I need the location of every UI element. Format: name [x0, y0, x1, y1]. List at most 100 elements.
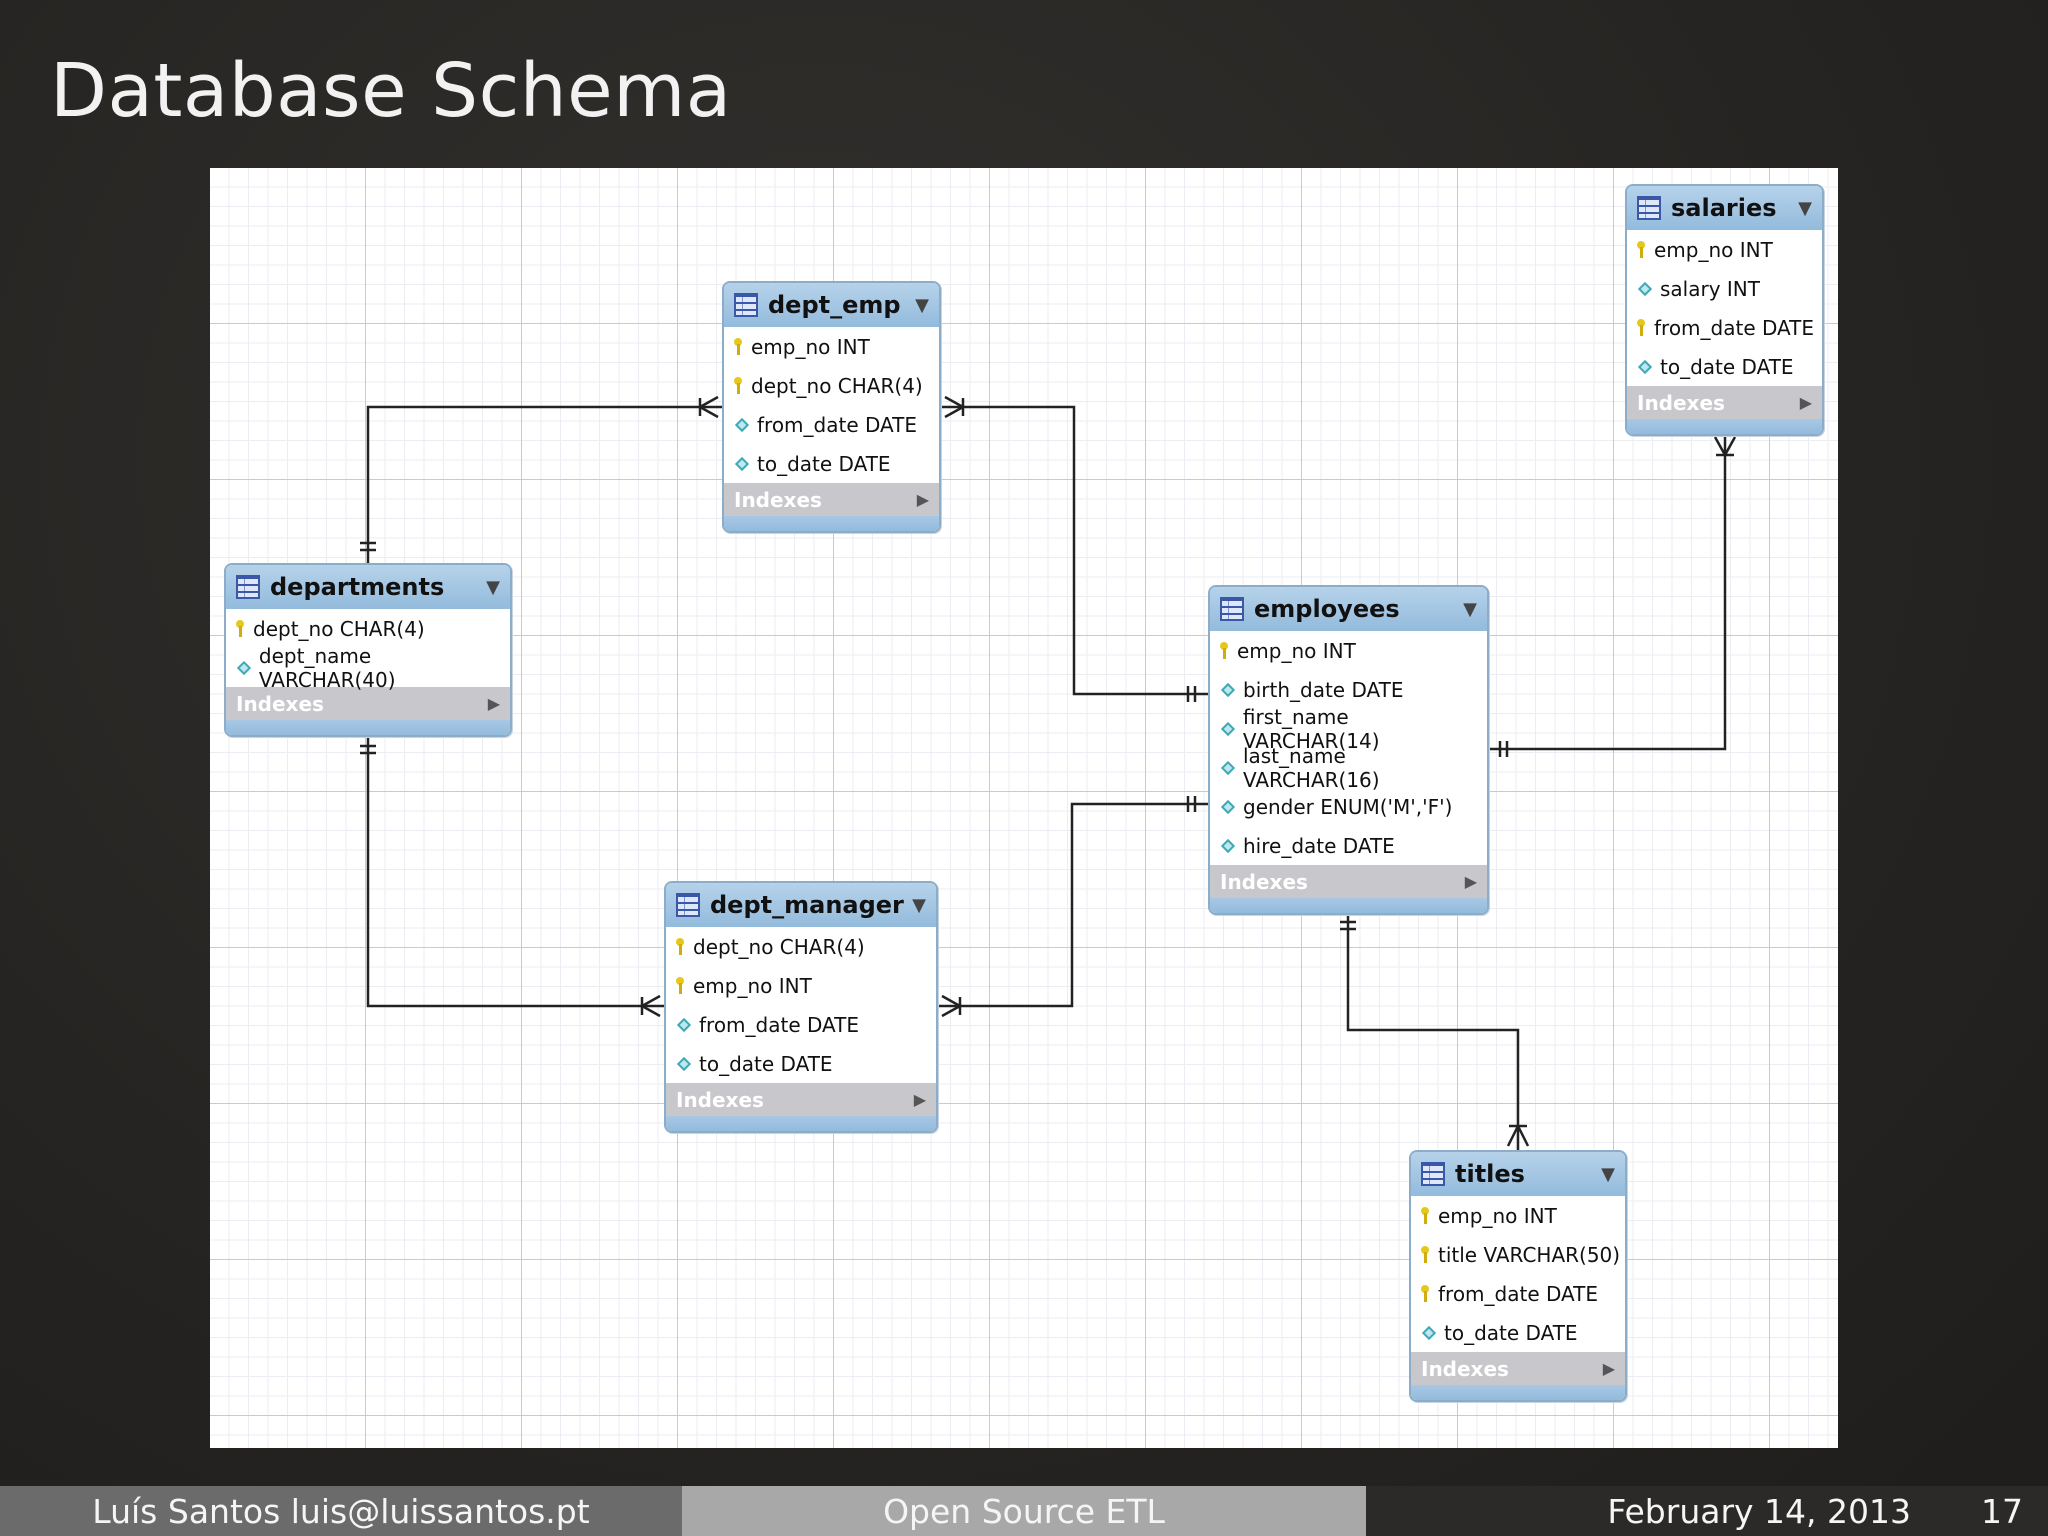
footer-date: February 14, 2013 — [1607, 1491, 1911, 1531]
primary-key-icon — [734, 376, 742, 395]
table-icon — [734, 293, 758, 317]
column-row[interactable]: dept_name VARCHAR(40) — [226, 644, 510, 692]
column-row[interactable]: salary INT — [1627, 269, 1822, 308]
column-label: emp_no INT — [1654, 237, 1773, 262]
collapse-arrow-icon[interactable]: ▼ — [1463, 598, 1477, 620]
column-row[interactable]: birth_date DATE — [1210, 670, 1487, 709]
indexes-section[interactable]: Indexes▶ — [666, 1083, 936, 1116]
column-row[interactable]: dept_no CHAR(4) — [666, 927, 936, 966]
indexes-section[interactable]: Indexes▶ — [724, 483, 939, 516]
expand-arrow-icon[interactable]: ▶ — [913, 1090, 926, 1109]
table-header[interactable]: dept_manager ▼ — [666, 883, 936, 927]
column-row[interactable]: gender ENUM('M','F') — [1210, 787, 1487, 826]
table-footer — [1627, 419, 1822, 434]
collapse-arrow-icon[interactable]: ▼ — [1798, 197, 1812, 219]
table-departments[interactable]: departments ▼ dept_no CHAR(4) dept_name … — [224, 563, 512, 737]
table-header[interactable]: departments ▼ — [226, 565, 510, 609]
primary-key-icon — [1421, 1245, 1429, 1264]
expand-arrow-icon[interactable]: ▶ — [1464, 872, 1477, 891]
column-label: to_date DATE — [1660, 354, 1794, 379]
table-titles[interactable]: titles ▼ emp_no INT title VARCHAR(50) fr… — [1409, 1150, 1627, 1402]
column-row[interactable]: emp_no INT — [1627, 230, 1822, 269]
primary-key-icon — [236, 619, 244, 638]
column-label: salary INT — [1660, 276, 1760, 301]
table-name: dept_manager — [710, 891, 904, 919]
column-row[interactable]: dept_no CHAR(4) — [226, 609, 510, 648]
table-dept-manager[interactable]: dept_manager ▼ dept_no CHAR(4) emp_no IN… — [664, 881, 938, 1133]
primary-key-icon — [1220, 641, 1228, 660]
table-salaries[interactable]: salaries ▼ emp_no INT salary INT from_da… — [1625, 184, 1824, 436]
column-label: dept_no CHAR(4) — [751, 373, 923, 398]
table-header[interactable]: dept_emp ▼ — [724, 283, 939, 327]
table-footer — [666, 1116, 936, 1131]
expand-arrow-icon[interactable]: ▶ — [916, 490, 929, 509]
column-row[interactable]: to_date DATE — [666, 1044, 936, 1083]
primary-key-icon — [1421, 1284, 1429, 1303]
table-name: salaries — [1671, 194, 1777, 222]
column-diamond-icon — [1637, 359, 1653, 374]
column-row[interactable]: last_name VARCHAR(16) — [1210, 744, 1487, 792]
primary-key-icon — [734, 337, 742, 356]
column-row[interactable]: to_date DATE — [724, 444, 939, 483]
column-label: emp_no INT — [751, 334, 870, 359]
column-row[interactable]: dept_no CHAR(4) — [724, 366, 939, 405]
collapse-arrow-icon[interactable]: ▼ — [912, 894, 926, 916]
indexes-section[interactable]: Indexes▶ — [1627, 386, 1822, 419]
column-diamond-icon — [1220, 799, 1236, 814]
column-diamond-icon — [1220, 838, 1236, 853]
primary-key-icon — [1421, 1206, 1429, 1225]
column-row[interactable]: from_date DATE — [666, 1005, 936, 1044]
table-footer — [724, 516, 939, 531]
column-row[interactable]: from_date DATE — [724, 405, 939, 444]
column-label: from_date DATE — [1438, 1281, 1599, 1306]
column-label: dept_no CHAR(4) — [693, 934, 865, 959]
column-diamond-icon — [676, 1056, 692, 1071]
table-dept-emp[interactable]: dept_emp ▼ emp_no INT dept_no CHAR(4) fr… — [722, 281, 941, 533]
footer-right: February 14, 2013 17 — [1366, 1486, 2048, 1536]
collapse-arrow-icon[interactable]: ▼ — [486, 576, 500, 598]
collapse-arrow-icon[interactable]: ▼ — [915, 294, 929, 316]
indexes-section[interactable]: Indexes▶ — [1411, 1352, 1625, 1385]
primary-key-icon — [1637, 240, 1645, 259]
table-name: departments — [270, 573, 445, 601]
table-icon — [1637, 196, 1661, 220]
table-header[interactable]: salaries ▼ — [1627, 186, 1822, 230]
table-name: employees — [1254, 595, 1400, 623]
table-header[interactable]: titles ▼ — [1411, 1152, 1625, 1196]
table-footer — [1210, 898, 1487, 913]
expand-arrow-icon[interactable]: ▶ — [487, 694, 500, 713]
slide-footer: Luís Santos luis@luissantos.pt Open Sour… — [0, 1486, 2048, 1536]
column-row[interactable]: to_date DATE — [1411, 1313, 1625, 1352]
column-diamond-icon — [734, 417, 750, 432]
indexes-label: Indexes — [236, 691, 324, 716]
footer-author: Luís Santos luis@luissantos.pt — [0, 1486, 682, 1536]
column-label: last_name VARCHAR(16) — [1242, 743, 1380, 792]
column-diamond-icon — [236, 660, 251, 675]
column-label: to_date DATE — [757, 451, 891, 476]
column-row[interactable]: first_name VARCHAR(14) — [1210, 705, 1487, 753]
column-row[interactable]: emp_no INT — [1210, 631, 1487, 670]
expand-arrow-icon[interactable]: ▶ — [1799, 393, 1812, 412]
table-employees[interactable]: employees ▼ emp_no INT birth_date DATE f… — [1208, 585, 1489, 915]
column-row[interactable]: title VARCHAR(50) — [1411, 1235, 1625, 1274]
indexes-section[interactable]: Indexes ▶ — [226, 687, 510, 720]
column-label: birth_date DATE — [1243, 677, 1404, 702]
expand-arrow-icon[interactable]: ▶ — [1602, 1359, 1615, 1378]
column-row[interactable]: emp_no INT — [666, 966, 936, 1005]
column-row[interactable]: emp_no INT — [724, 327, 939, 366]
table-footer — [1411, 1385, 1625, 1400]
column-label: gender ENUM('M','F') — [1243, 794, 1453, 819]
column-row[interactable]: emp_no INT — [1411, 1196, 1625, 1235]
column-row[interactable]: from_date DATE — [1627, 308, 1822, 347]
collapse-arrow-icon[interactable]: ▼ — [1601, 1163, 1615, 1185]
column-row[interactable]: to_date DATE — [1627, 347, 1822, 386]
indexes-section[interactable]: Indexes▶ — [1210, 865, 1487, 898]
column-label: to_date DATE — [699, 1051, 833, 1076]
column-row[interactable]: hire_date DATE — [1210, 826, 1487, 865]
table-header[interactable]: employees ▼ — [1210, 587, 1487, 631]
column-label: emp_no INT — [1438, 1203, 1557, 1228]
column-diamond-icon — [1220, 721, 1235, 736]
table-footer — [226, 720, 510, 735]
column-label: first_name VARCHAR(14) — [1242, 704, 1380, 753]
column-row[interactable]: from_date DATE — [1411, 1274, 1625, 1313]
